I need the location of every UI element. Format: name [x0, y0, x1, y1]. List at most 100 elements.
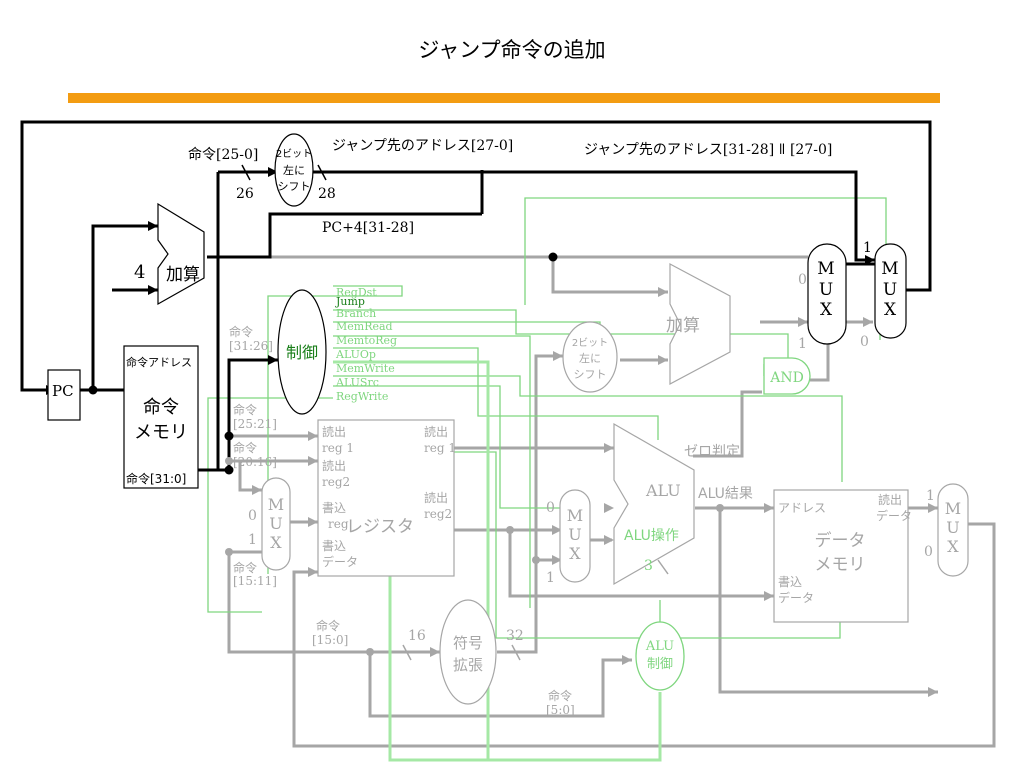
- m2r-1: 1: [926, 488, 935, 504]
- sig-aluop: ALUOp: [335, 348, 376, 361]
- shift2b-1: 2ビット: [572, 337, 608, 349]
- rf-out-read2: 読出: [424, 490, 448, 505]
- rf-out-reg1: reg 1: [424, 441, 456, 455]
- pc-register: [47, 369, 81, 421]
- rf-reg: reg: [328, 517, 349, 531]
- dm-data: データ: [876, 508, 912, 523]
- dm-write: 書込: [778, 575, 802, 589]
- mux1-x: X: [820, 300, 833, 320]
- mux1-in1: 1: [798, 336, 807, 352]
- adder-label: 加算: [166, 265, 200, 285]
- jump-addr-31-label: ジャンプ先のアドレス[31-28] ǁ [27-0]: [584, 142, 832, 158]
- control-unit: [277, 289, 327, 415]
- instr-15-11-b: [15:11]: [233, 574, 277, 588]
- sig-branch: Branch: [336, 307, 376, 320]
- sig-jump: Jump: [335, 295, 365, 308]
- regdst-mux: [261, 477, 291, 571]
- control-label: 制御: [286, 343, 318, 362]
- shift2b-2: 左に: [579, 352, 601, 365]
- alusrc-0: 0: [546, 500, 555, 516]
- dm-name-1: データ: [815, 530, 866, 551]
- instr-25-21-a: 命令: [233, 402, 257, 417]
- mux2-u: U: [883, 280, 897, 300]
- sig-memread: MemRead: [336, 320, 393, 333]
- instr-25-21-b: [25:21]: [233, 417, 277, 431]
- mux2-in0: 0: [860, 334, 869, 350]
- alu-label: ALU: [645, 481, 681, 500]
- sig-memtoreg: MemtoReg: [336, 334, 397, 347]
- rf-out-reg2: reg2: [424, 507, 452, 521]
- sig-memwrite: MemWrite: [336, 362, 395, 375]
- alu-result-label: ALU結果: [698, 486, 753, 502]
- shift-label-2: 左に: [283, 164, 305, 177]
- instr-15-0-a: 命令: [316, 618, 340, 633]
- alu-control: [635, 621, 685, 691]
- imem-name-2: メモリ: [134, 422, 188, 443]
- regdst-mux-u: U: [269, 514, 282, 533]
- instr-25-0-label: 命令[25-0]: [188, 146, 258, 163]
- zero-det-label: ゼロ判定: [684, 444, 740, 460]
- data-memory: [773, 489, 909, 623]
- ctrl-in-label: 命令: [229, 324, 253, 339]
- instr-15-11-a: 命令: [233, 560, 257, 575]
- sig-alusrc: ALUSrc: [335, 376, 379, 389]
- sixteen-label: 16: [408, 628, 426, 644]
- shift-label-1: 2ビット: [276, 148, 312, 160]
- aluctl-label-2: 制御: [647, 657, 673, 672]
- shift2b-3: シフト: [574, 368, 607, 381]
- dm-addr: アドレス: [778, 501, 826, 515]
- imem-name-1: 命令: [143, 397, 179, 418]
- mux1-m: M: [817, 259, 834, 279]
- instr-5-0-b: [5:0]: [546, 703, 575, 717]
- inactive-arrows: [252, 287, 938, 697]
- jump-addr-27-label: ジャンプ先のアドレス[27-0]: [332, 138, 513, 154]
- regdst-mux-m: M: [268, 495, 284, 514]
- instruction-memory: [123, 345, 199, 489]
- rf-read1: 読出: [322, 424, 346, 439]
- branch-shift-left: [562, 321, 618, 393]
- m2r-mux-m: M: [945, 499, 961, 518]
- regdst-0: 0: [248, 508, 257, 524]
- shift-label-3: シフト: [278, 180, 311, 193]
- alusrc-mux: [559, 489, 591, 583]
- rf-reg1: reg 1: [322, 441, 354, 455]
- rf-read2: 読出: [322, 458, 346, 473]
- rf-reg2: reg2: [322, 475, 350, 489]
- mux2-in1: 1: [863, 240, 872, 256]
- control-signal-labels: 制御 RegDst Jump Branch MemRead MemtoReg A…: [286, 286, 804, 672]
- inactive-wires: [207, 255, 996, 748]
- bits-28-label: 28: [318, 186, 336, 202]
- m2r-mux-u: U: [946, 518, 959, 537]
- mux2-m: M: [881, 259, 898, 279]
- ctrl-in-bits: [31:26]: [229, 339, 273, 353]
- alusrc-mux-m: M: [567, 506, 583, 525]
- sign-extend: [439, 599, 497, 705]
- memtoreg-mux: [937, 483, 969, 577]
- register-file: [317, 419, 455, 577]
- bits-26-label: 26: [236, 186, 254, 202]
- const-4-label: 4: [134, 262, 145, 283]
- bus-slashes: [241, 164, 327, 181]
- and-label: AND: [769, 370, 804, 386]
- mux1-in0: 0: [798, 272, 807, 288]
- alu: [613, 422, 695, 586]
- rf-write2: 書込: [322, 539, 346, 553]
- dm-wdata: データ: [778, 590, 814, 605]
- pc-label: PC: [52, 382, 74, 400]
- instr-15-0-b: [15:0]: [312, 633, 348, 647]
- adder2-label: 加算: [666, 316, 700, 336]
- and-gate: [763, 357, 811, 395]
- branch-mux: [807, 243, 847, 345]
- alusrc-1: 1: [546, 570, 555, 586]
- alusrc-mux-x: X: [569, 544, 581, 563]
- regdst-mux-x: X: [270, 533, 282, 552]
- black-labels: 命令[25-0] 2ビット 左に シフト 26 28 ジャンプ先のアドレス[27…: [52, 138, 899, 486]
- m2r-mux-x: X: [947, 537, 959, 556]
- m2r-0: 0: [924, 544, 933, 560]
- jump-mux: [874, 243, 907, 339]
- active-wires: [20, 120, 932, 472]
- bus-slashes-gray: [402, 559, 669, 661]
- title-underline: [68, 93, 940, 103]
- mux1-u: U: [819, 280, 833, 300]
- sext-2: 拡張: [453, 656, 483, 674]
